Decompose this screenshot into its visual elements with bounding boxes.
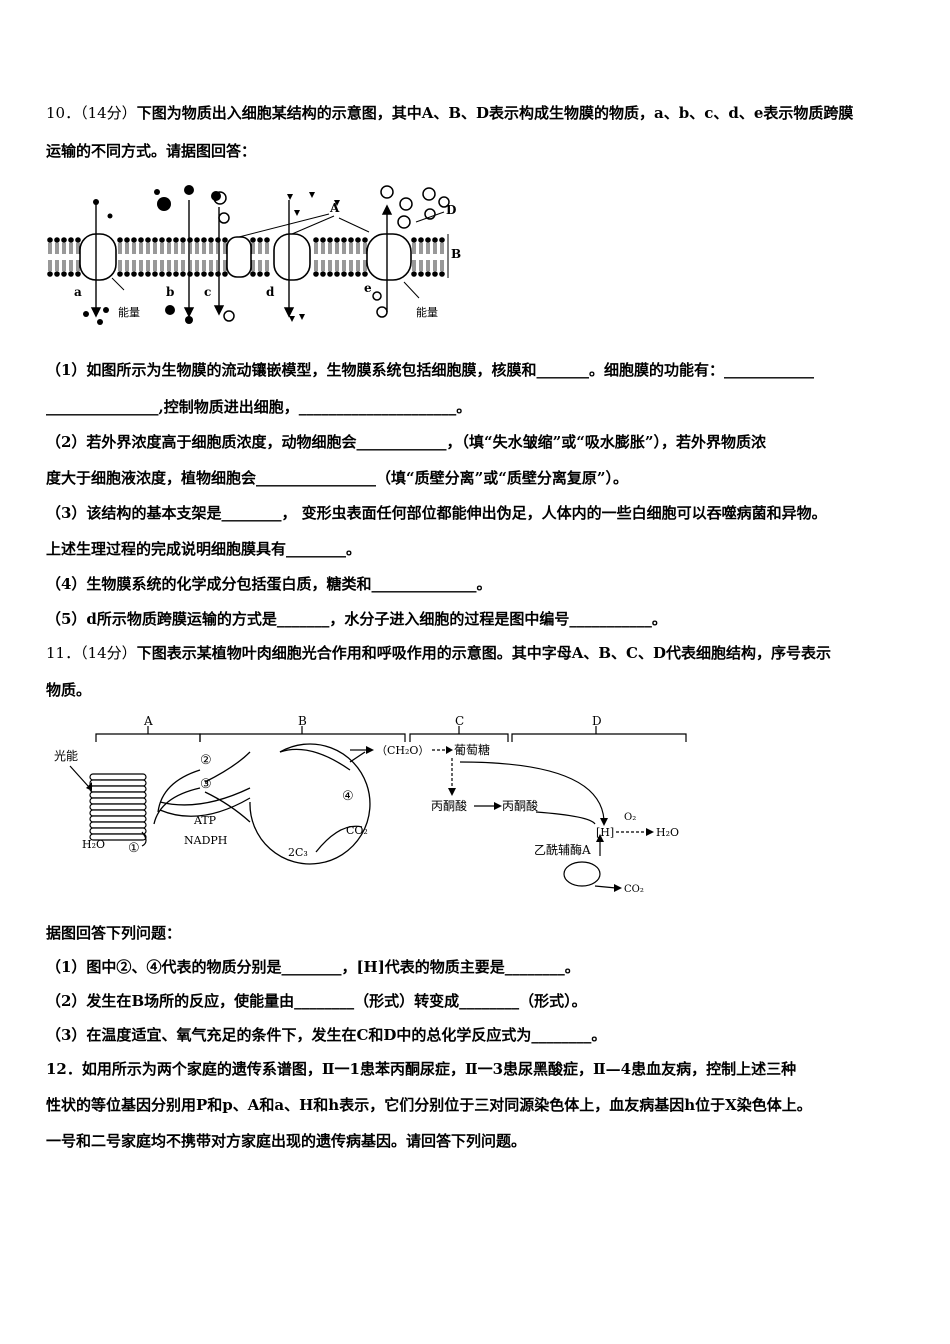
svg-text:乙酰辅酶A: 乙酰辅酶A bbox=[534, 842, 591, 857]
svg-text:C: C bbox=[455, 714, 464, 728]
svg-text:③: ③ bbox=[200, 777, 212, 792]
q11-part2: （2）发生在B场所的反应，使能量由________（形式）转变成________… bbox=[46, 992, 587, 1010]
svg-text:H₂O: H₂O bbox=[82, 838, 105, 851]
q12-line2: 性状的等位基因分别用P和p、A和a、H和h表示，它们分别位于三对同源染色体上，血… bbox=[46, 1096, 812, 1114]
q10-part1-line2: _______________,控制物质进出细胞，_______________… bbox=[46, 398, 472, 416]
svg-text:光能: 光能 bbox=[54, 749, 78, 763]
svg-text:NADPH: NADPH bbox=[184, 834, 227, 847]
channel-protein-a bbox=[79, 233, 117, 281]
svg-text:能量: 能量 bbox=[118, 305, 140, 319]
svg-text:e: e bbox=[364, 281, 372, 295]
svg-text:O₂: O₂ bbox=[624, 812, 636, 823]
svg-text:c: c bbox=[204, 285, 211, 299]
q11-prompt: 据图回答下列问题： bbox=[46, 924, 182, 942]
svg-text:CO₂: CO₂ bbox=[346, 824, 368, 837]
q10-part5: （5）d所示物质跨膜运输的方式是_______，水分子进入细胞的过程是图中编号_… bbox=[46, 610, 667, 628]
svg-text:b: b bbox=[166, 285, 174, 299]
svg-text:H₂O: H₂O bbox=[656, 826, 679, 839]
q10-part3-line1: （3）该结构的基本支架是________， 变形虫表面任何部位都能伸出伪足，人体… bbox=[46, 504, 827, 522]
q11-stem-line1: 11．（14分）下图表示某植物叶肉细胞光合作用和呼吸作用的示意图。其中字母A、B… bbox=[46, 644, 831, 662]
q10-part2-line2: 度大于细胞液浓度，植物细胞会________________（填“质壁分离”或“… bbox=[46, 469, 629, 487]
carrier-protein-c bbox=[226, 236, 252, 278]
membrane-figure: A B D a b c d e 能量 能量 bbox=[47, 185, 461, 325]
svg-text:ATP: ATP bbox=[193, 814, 217, 827]
q11-stem-line2: 物质。 bbox=[46, 681, 92, 699]
svg-text:A: A bbox=[329, 201, 340, 215]
svg-text:丙酮酸: 丙酮酸 bbox=[431, 798, 467, 813]
svg-text:葡萄糖: 葡萄糖 bbox=[454, 742, 490, 757]
svg-text:①: ① bbox=[128, 841, 140, 856]
svg-text:D: D bbox=[592, 714, 602, 728]
q11-part1: （1）图中②、④代表的物质分别是________，[H]代表的物质主要是____… bbox=[46, 958, 580, 976]
q12-line1: 12．如用所示为两个家庭的遗传系谱图，Ⅱ一1患苯丙酮尿症，Ⅱ一3患尿黑酸症，Ⅱ—… bbox=[46, 1060, 797, 1078]
thylakoid-stack bbox=[89, 773, 147, 841]
svg-text:（CH₂O）: （CH₂O） bbox=[376, 744, 429, 757]
svg-text:D: D bbox=[446, 203, 456, 217]
svg-text:丙酮酸: 丙酮酸 bbox=[502, 798, 538, 813]
svg-text:a: a bbox=[74, 285, 82, 299]
photosynthesis-respiration-figure: A B C D 光能 H₂O ① ② ③ ATP NADPH ④ CO₂ 2C₃… bbox=[54, 714, 687, 895]
svg-text:B: B bbox=[451, 247, 461, 261]
carrier-protein-e bbox=[366, 233, 412, 281]
svg-text:2C₃: 2C₃ bbox=[288, 846, 308, 859]
svg-text:CO₂: CO₂ bbox=[624, 884, 644, 895]
q10-part2-line1: （2）若外界浓度高于细胞质浓度，动物细胞会____________，（填“失水皱… bbox=[46, 433, 766, 451]
svg-text:B: B bbox=[298, 714, 307, 728]
q10-stem-line1: 10．（14分）下图为物质出入细胞某结构的示意图，其中A、B、D表示构成生物膜的… bbox=[46, 104, 854, 122]
channel-protein-d bbox=[273, 233, 311, 281]
svg-text:②: ② bbox=[200, 753, 212, 768]
q10-part3-line2: 上述生理过程的完成说明细胞膜具有________。 bbox=[46, 540, 362, 558]
svg-text:d: d bbox=[266, 285, 275, 299]
q10-part4: （4）生物膜系统的化学成分包括蛋白质，糖类和______________。 bbox=[46, 575, 492, 593]
svg-text:A: A bbox=[143, 714, 153, 728]
phospholipid-bilayer bbox=[47, 237, 445, 277]
q10-stem-line2: 运输的不同方式。请据图回答： bbox=[46, 142, 257, 160]
q12-line3: 一号和二号家庭均不携带对方家庭出现的遗传病基因。请回答下列问题。 bbox=[46, 1132, 527, 1150]
svg-text:④: ④ bbox=[342, 789, 354, 804]
svg-text:能量: 能量 bbox=[416, 305, 438, 319]
q11-part3: （3）在温度适宜、氧气充足的条件下，发生在C和D中的总化学反应式为_______… bbox=[46, 1026, 607, 1044]
q10-part1-line1: （1）如图所示为生物膜的流动镶嵌模型，生物膜系统包括细胞膜，核膜和_______… bbox=[46, 361, 814, 379]
